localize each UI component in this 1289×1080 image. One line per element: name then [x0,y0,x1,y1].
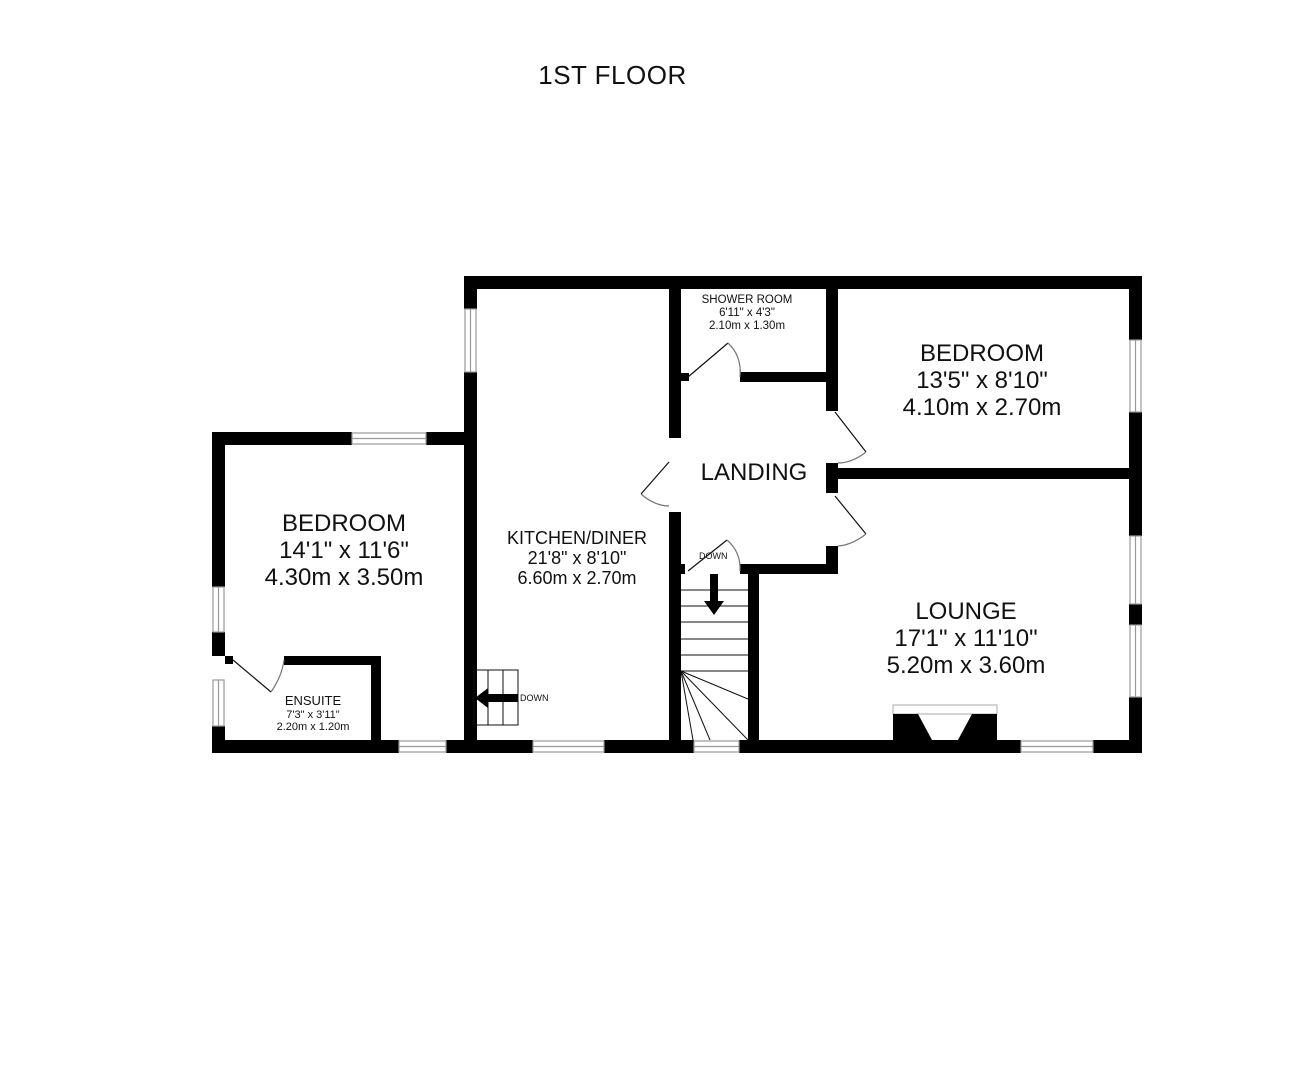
room-metric: 6.60m x 2.70m [517,568,637,589]
window-ensuite-left [212,679,225,727]
room-metric: 5.20m x 3.60m [886,651,1046,679]
room-bedroom-right: BEDROOM 13'5" x 8'10" 4.10m x 2.70m [902,340,1062,422]
room-name: LANDING [700,459,808,486]
room-name: LOUNGE [915,598,1017,625]
window-bedroom-right [1129,339,1142,413]
window-lounge-right-2 [1129,624,1142,698]
stairs-kitchen-label: DOWN [520,693,549,703]
window-lounge-bottom [1020,740,1094,753]
room-imperial: 17'1" x 11'10" [894,624,1038,652]
arrow-down-icon [704,574,724,615]
arrow-left-icon [475,688,518,708]
walls [212,276,1142,753]
doors [232,342,867,693]
room-imperial: 13'5" x 8'10" [916,366,1048,394]
room-metric: 2.20m x 1.20m [276,720,350,733]
door-stairs [687,539,741,572]
room-name: SHOWER ROOM [701,294,793,306]
room-metric: 4.10m x 2.70m [902,393,1062,421]
door-shower [687,342,741,378]
room-name: BEDROOM [919,340,1044,367]
room-bedroom-left: BEDROOM 14'1" x 11'6" 4.30m x 3.50m [264,510,424,592]
room-metric: 2.10m x 1.30m [708,319,786,332]
window-kitchen-bottom [532,740,605,753]
room-shower: SHOWER ROOM 6'11" x 4'3" 2.10m x 1.30m [702,294,793,333]
door-lounge [834,495,867,547]
window-bedroom-left [212,586,225,633]
fireplace-icon [892,704,998,740]
room-imperial: 6'11" x 4'3" [719,306,775,319]
room-name: KITCHEN/DINER [506,528,648,548]
room-imperial: 7'3" x 3'11" [286,708,340,721]
door-kitchen [640,461,670,507]
room-name: ENSUITE [284,693,342,708]
room-ensuite: ENSUITE 7'3" x 3'11" 2.20m x 1.20m [276,693,350,733]
door-ensuite [232,659,285,693]
window-ensuite-bottom [398,740,447,753]
windows [212,308,1142,753]
stairs-landing-label: DOWN [699,551,728,561]
room-lounge: LOUNGE 17'1" x 11'10" 5.20m x 3.60m [886,598,1046,680]
floor-title: 1ST FLOOR [538,60,687,90]
room-kitchen: KITCHEN/DINER 21'8" x 8'10" 6.60m x 2.70… [507,528,647,588]
room-landing: LANDING [700,459,808,487]
room-imperial: 21'8" x 8'10" [527,548,627,569]
room-imperial: 14'1" x 11'6" [279,536,409,564]
window-lounge-right-1 [1129,535,1142,605]
room-metric: 4.30m x 3.50m [264,563,424,591]
door-bedroom-right [834,411,867,464]
stairs-landing [680,589,749,741]
room-name: BEDROOM [281,510,406,537]
window-kitchen-left [464,308,477,373]
window-bedroom-top [351,432,427,445]
window-stair-bottom [693,740,740,753]
